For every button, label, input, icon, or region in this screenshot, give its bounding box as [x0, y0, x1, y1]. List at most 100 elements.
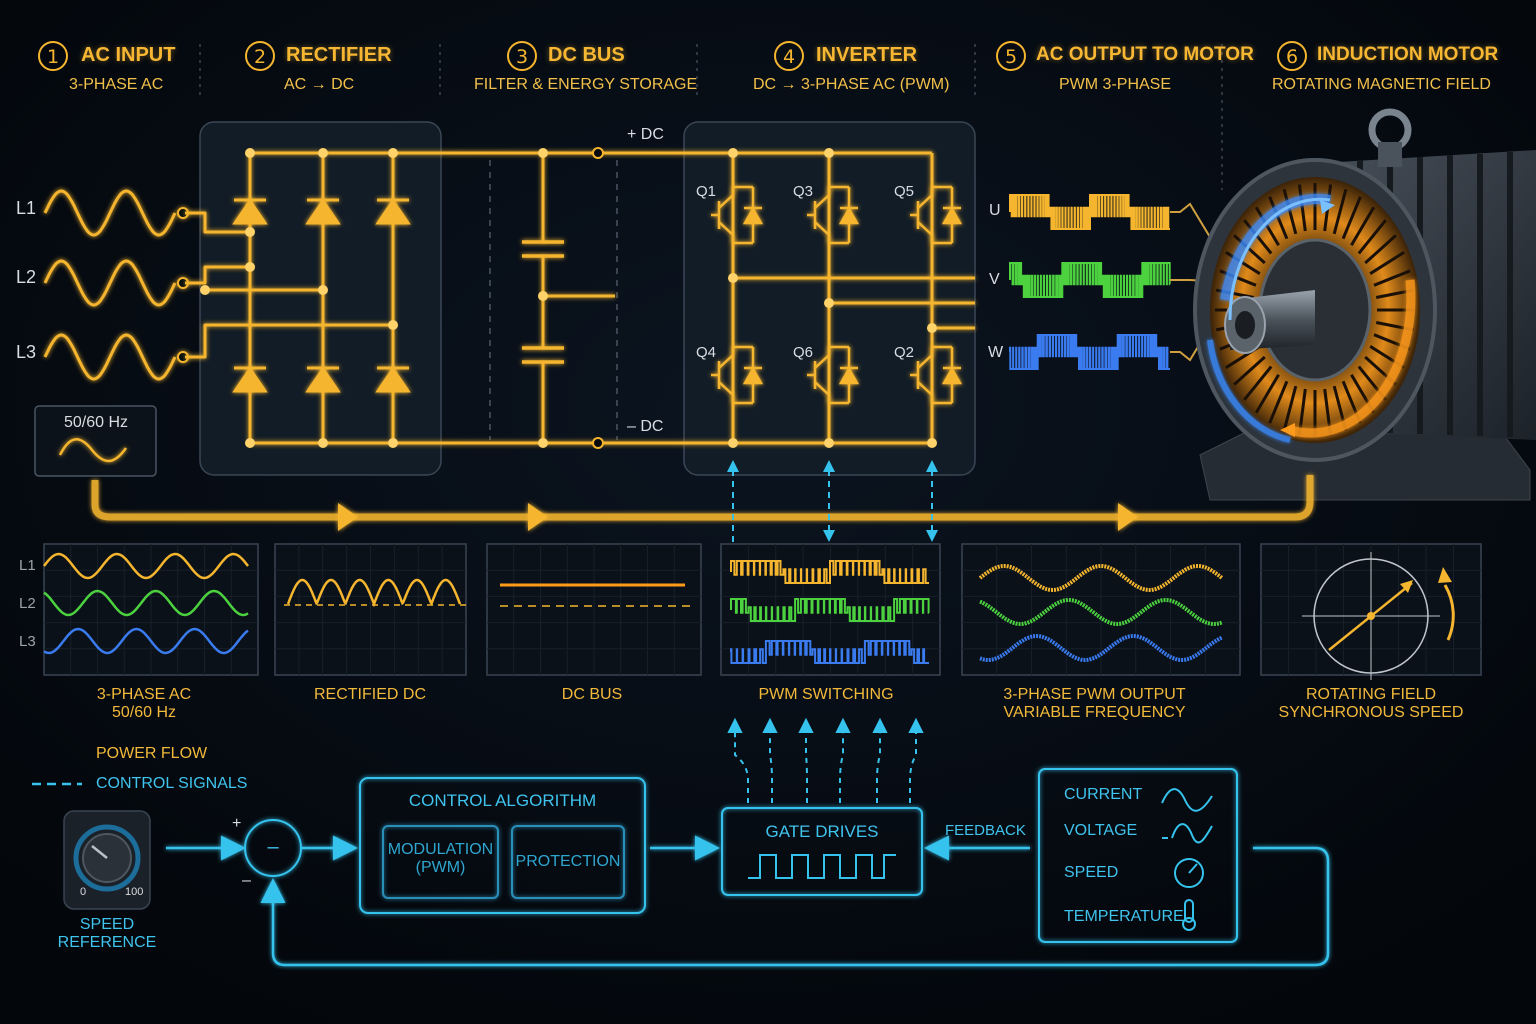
junction-dot-11	[728, 438, 738, 448]
stator-slot-39	[1373, 269, 1411, 287]
junction-dot-7	[245, 438, 255, 448]
scope-l1-label: L1	[19, 557, 36, 574]
legend-power-label: POWER FLOW	[96, 745, 208, 762]
junction-dot-17	[388, 320, 398, 330]
junction-dot-4	[538, 148, 548, 158]
motor-output-pwm-3	[1009, 334, 1170, 370]
gate-signal-1	[734, 728, 749, 803]
stage-4-title: INVERTER	[816, 44, 918, 66]
stator-slot-26	[1243, 219, 1273, 255]
stage-6-title: INDUCTION MOTOR	[1317, 44, 1499, 65]
scope-panel-2	[274, 543, 467, 676]
scope-rotor-center	[1367, 612, 1375, 620]
junction-dot-1	[245, 148, 255, 158]
output-u-label: U	[989, 202, 1001, 219]
stage-5-subtitle: PWM 3-PHASE	[1059, 76, 1172, 93]
ac-input-wave-3	[43, 333, 177, 381]
summer-plus-label: +	[232, 815, 242, 832]
scope-pwm-1	[730, 560, 929, 584]
phase-label-l1: L1	[16, 198, 37, 218]
gate-signal-6	[909, 728, 917, 803]
igbt-2	[807, 185, 860, 245]
stator-slot-24	[1225, 251, 1261, 275]
junction-dot-22	[200, 285, 210, 295]
junction-dot-13	[927, 438, 937, 448]
scope-pwm-3	[730, 640, 929, 664]
stage-2-subtitle: AC → DC	[284, 76, 355, 93]
ac-input-wave-1	[43, 189, 177, 237]
scope-l2-label: L2	[19, 595, 36, 612]
stator-slot-34	[1341, 196, 1362, 240]
summing-junction: –	[267, 836, 279, 858]
scope-l3-label: L3	[19, 633, 36, 650]
control-algorithm-title: CONTROL ALGORITHM	[408, 791, 597, 810]
switch-q1-label: Q1	[696, 183, 717, 200]
knob-max-label: 100	[125, 886, 144, 898]
junction-dot-14	[245, 227, 255, 237]
stage-5-number: 5	[996, 41, 1026, 71]
dc-positive-label: + DC	[627, 126, 664, 143]
junction-dot-18	[538, 291, 548, 301]
igbt-6	[910, 345, 963, 405]
scope-rotation-arc	[1443, 584, 1455, 641]
junction-dot-21	[927, 323, 937, 333]
stage-3-subtitle: FILTER & ENERGY STORAGE	[474, 76, 698, 93]
stator-slot-14	[1268, 380, 1289, 424]
output-w-label: W	[988, 344, 1004, 361]
junction-dot-10	[538, 438, 548, 448]
stator-slot-36	[1357, 219, 1387, 255]
sensor-current-label: CURRENT	[1064, 786, 1143, 803]
stage-4-number: 4	[774, 41, 804, 71]
scope-ac-wave-3	[43, 627, 249, 655]
scope-3-caption: DC BUS	[561, 686, 623, 703]
stage-4-subtitle: DC → 3-PHASE AC (PWM)	[753, 76, 950, 93]
feedback-label: FEEDBACK	[945, 822, 1026, 839]
gate-signal-4	[839, 728, 844, 803]
stage-1-number: 1	[38, 41, 68, 71]
scope-4-caption: PWM SWITCHING	[758, 686, 894, 703]
gate-signal-head-4	[835, 717, 851, 733]
diode-1	[232, 198, 268, 225]
switch-q2-label: Q2	[894, 344, 915, 361]
phase-label-l2: L2	[16, 267, 37, 287]
modulation-block: MODULATION(PWM)	[387, 841, 494, 876]
sensor-speed-label: SPEED	[1064, 864, 1119, 881]
dc-negative-label: – DC	[627, 418, 664, 435]
junction-dot-20	[824, 298, 834, 308]
diode-5	[305, 366, 341, 393]
motor-lead-1	[1170, 202, 1226, 263]
stage-6-number: 6	[1277, 41, 1307, 71]
stator-slot-16	[1243, 365, 1273, 401]
summer-minus-label: –	[242, 872, 251, 889]
stator-slot-23	[1219, 269, 1257, 287]
switch-q6-label: Q6	[793, 344, 814, 361]
gate-signal-head-1	[727, 717, 743, 733]
stage-3-number: 3	[507, 41, 537, 71]
legend-control-label: CONTROL SIGNALS	[96, 775, 248, 792]
switch-q4-label: Q4	[696, 344, 717, 361]
junction-dot-2	[318, 148, 328, 158]
diode-4	[232, 366, 268, 393]
stator-slot-37	[1364, 234, 1397, 265]
stator-slot-17	[1233, 355, 1266, 386]
igbt-1	[711, 185, 764, 245]
junction-dot-5	[728, 148, 738, 158]
scope-output-wave-2	[979, 597, 1223, 627]
scope-panel-3	[486, 543, 702, 676]
gate-signal-head-5	[872, 717, 888, 733]
scope-rectified-wave	[286, 578, 462, 608]
gate-signal-3	[805, 728, 808, 803]
stage-1-title: AC INPUT	[81, 44, 176, 66]
gate-drives-title: GATE DRIVES	[765, 822, 879, 841]
stage-1-subtitle: 3-PHASE AC	[69, 76, 164, 93]
switch-q3-label: Q3	[793, 183, 814, 200]
gate-signal-head-2	[762, 717, 778, 733]
switch-q5-label: Q5	[894, 183, 915, 200]
protection-block: PROTECTION	[515, 853, 621, 870]
output-v-label: V	[989, 271, 1000, 288]
stage-2-title: RECTIFIER	[286, 44, 392, 66]
ac-input-wave-2	[43, 259, 177, 307]
scope-field-vector-head	[1400, 580, 1413, 593]
